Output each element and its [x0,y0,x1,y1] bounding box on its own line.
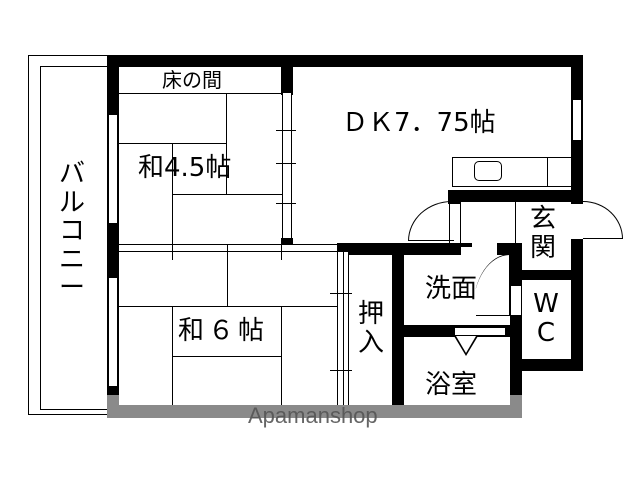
bath-door [455,327,505,336]
washitsu-small-label: 和4.5帖 [138,153,232,183]
closet-sliding-inner [343,252,344,410]
window-dk-right [572,100,582,140]
kitchen-counter [452,157,572,187]
closet-label: 押 入 [349,300,393,357]
washitsu-large-label: 和６帖 [178,316,269,346]
wc-char: C [536,317,556,348]
balcony-char: ル [58,187,85,218]
door-left [408,201,452,241]
base-bar-bath [510,395,522,407]
wall-dk-bottom-2 [460,243,472,247]
tatami-line [226,93,227,194]
base-bar-left [107,395,119,407]
bathroom-label: 浴室 [425,370,478,400]
wall-right-entrance [571,200,583,204]
sink-icon [474,161,502,181]
sliding-door-tick [330,370,352,371]
bath-door-swing-inner [456,336,476,353]
entrance-char: 関 [529,232,556,263]
closet-char: 入 [357,327,384,358]
tatami-line [281,306,282,410]
sliding-door-tick [276,163,296,164]
balcony-label: バ ル コ ニ ー [52,160,92,303]
sliding-door-tick [276,130,296,131]
entrance-left-wall [448,200,460,204]
washroom-door-leaf [476,315,512,316]
base-bar [107,405,522,418]
tatami-line [119,143,227,144]
washroom-label: 洗面 [425,274,478,304]
tatami-line [227,252,228,306]
window-left-upper [108,115,118,223]
wall-washroom-right [510,243,522,285]
tokonoma-bottom [119,93,283,94]
balcony-char: バ [58,159,85,189]
kitchen-counter-divider [547,157,548,186]
balcony-inner [40,66,110,410]
entrance-right-wall [571,239,583,371]
door-left-leaf [408,240,454,241]
window-left-lower [108,278,118,386]
entrance-divider [515,202,516,244]
entrance-frame [449,202,461,244]
entrance-label: 玄 関 [520,205,566,262]
wall-stub [281,238,293,244]
closet-char: 押 [357,299,384,329]
sliding-door-tick [172,244,173,260]
wall-top [107,55,583,67]
balcony-char: コ [58,216,85,247]
sliding-door-tick [281,244,282,260]
door-right [583,201,623,239]
entrance-char: 玄 [529,204,556,234]
wc-char: W [533,289,559,319]
wc-door-frame [510,285,522,317]
sliding-door-between-washitsu [119,244,337,252]
entrance-bottom-wall [516,270,583,280]
sliding-door-tick [330,293,352,294]
wc-label: W C [524,290,568,347]
tokonoma-label: 床の間 [162,68,222,92]
balcony-char: ー [58,273,85,304]
door-right-leaf [583,238,623,239]
balcony-char: ニ [58,244,85,275]
wall-wc-bottom [510,359,583,371]
tatami-line [172,306,173,410]
sliding-door-washitsu-dk [282,93,292,243]
wall-kitchen-bottom [448,190,583,202]
sliding-door-tick [276,203,296,204]
watermark: Apamanshop [248,403,378,428]
wall-washitsu-dk [281,55,293,95]
tatami-line [172,194,282,195]
washroom-door [473,254,510,316]
balcony-outer-side [28,55,110,415]
tatami-line [172,356,282,357]
wall-bath-right [510,325,522,413]
dk-label: ＤＫ7．75帖 [342,108,496,138]
tatami-line [119,306,337,307]
